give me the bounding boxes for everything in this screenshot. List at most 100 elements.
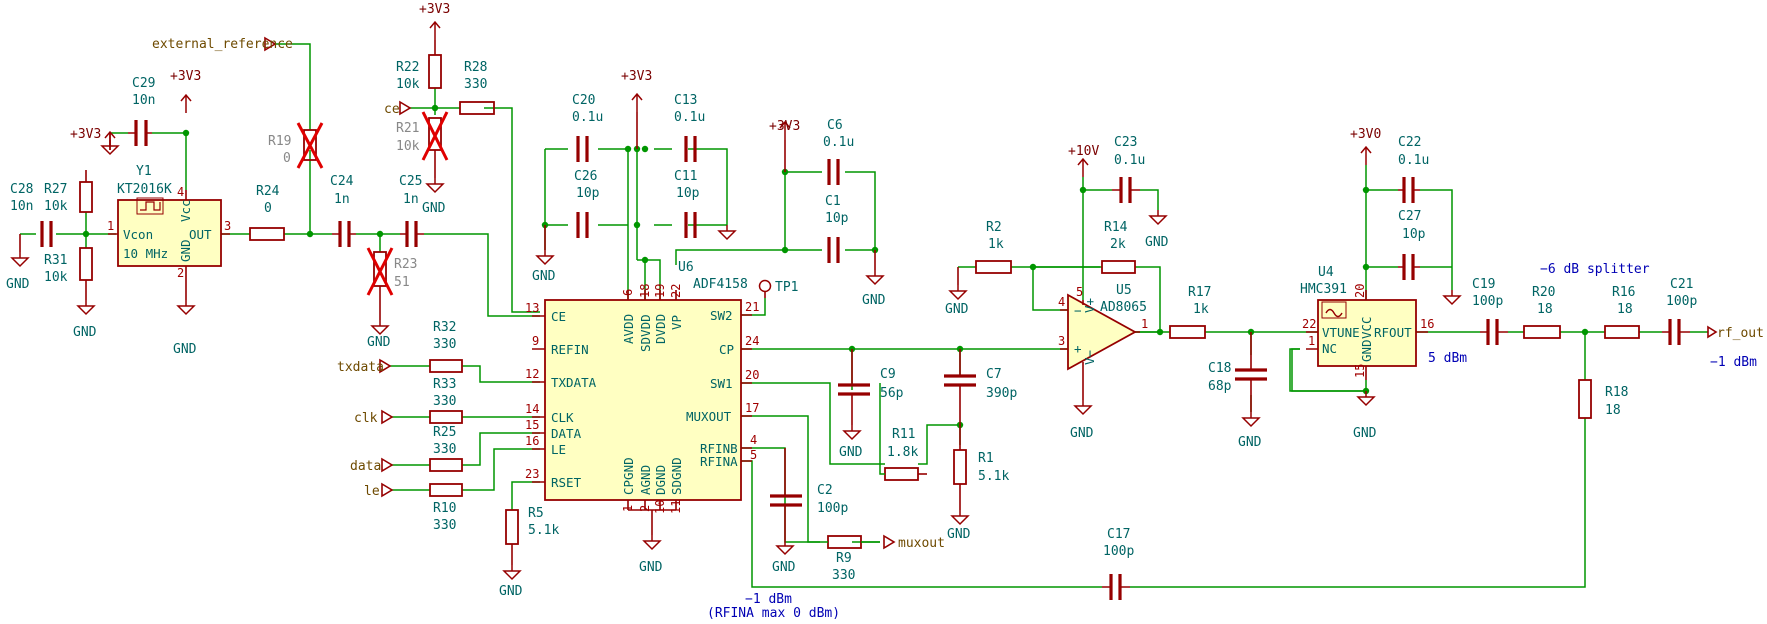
- u6-pin-num-6: 6: [621, 289, 635, 296]
- resistor-r17[interactable]: R17 1k: [1169, 285, 1211, 339]
- capacitor-c20[interactable]: C20 0.1u: [572, 93, 603, 162]
- c17-ref: C17: [1107, 527, 1130, 542]
- capacitor-c1[interactable]: C1 10p: [825, 194, 849, 263]
- u6-pin-num-15: 15: [525, 418, 539, 432]
- net-label-external-reference[interactable]: external_reference: [152, 36, 293, 52]
- r10-ref: R10: [433, 501, 456, 516]
- resistor-r28[interactable]: R28 330: [459, 60, 495, 115]
- resistor-r5[interactable]: R5 5.1k: [505, 506, 559, 565]
- resistor-r10[interactable]: R10 330: [429, 483, 463, 533]
- resistor-r21-dnp[interactable]: R21 10k: [396, 111, 449, 178]
- capacitor-c29[interactable]: C29 10n: [128, 76, 155, 146]
- r22-value: 10k: [396, 77, 420, 92]
- net-label-data[interactable]: data: [350, 457, 394, 474]
- resistor-r32[interactable]: R32 330: [429, 320, 463, 373]
- capacitor-c21[interactable]: C21 100p: [1662, 277, 1697, 345]
- capacitor-c22[interactable]: C22 0.1u: [1398, 135, 1429, 203]
- resistor-r9[interactable]: R9 330: [827, 535, 862, 583]
- c20-value: 0.1u: [572, 110, 603, 125]
- capacitor-c11[interactable]: C11 10p: [674, 169, 700, 238]
- u4-pin-num-16: 16: [1420, 317, 1434, 331]
- capacitor-c7[interactable]: C7 390p: [944, 349, 1017, 425]
- resistor-r31[interactable]: R31 10k: [44, 247, 93, 300]
- capacitor-c25[interactable]: C25 1n: [399, 174, 424, 247]
- r19-ref: R19: [268, 134, 291, 149]
- power-3v3-vp: +3V3: [769, 119, 800, 172]
- u6-pin-num-10: 10: [653, 500, 667, 514]
- muxout-wire: [807, 470, 880, 543]
- net-label-txdata[interactable]: txdata: [337, 358, 392, 375]
- capacitor-c9[interactable]: C9 56p: [838, 349, 904, 425]
- gnd-label: GND: [499, 584, 523, 599]
- resistor-r1[interactable]: R1 5.1k: [953, 425, 1009, 510]
- capacitor-c27[interactable]: C27 10p: [1398, 209, 1426, 280]
- u6-pin-num-17: 17: [745, 401, 759, 415]
- capacitor-c23[interactable]: C23 0.1u: [1112, 135, 1145, 203]
- test-point-tp1[interactable]: TP1: [758, 279, 799, 298]
- u4-pin-vcc: VCC: [1359, 316, 1374, 339]
- u6-pin-sw2: SW2: [710, 308, 733, 323]
- capacitor-c26[interactable]: C26 10p: [574, 169, 600, 238]
- ic-u6-adf4158[interactable]: CE REFIN TXDATA CLK DATA LE RSET SW2 CP …: [525, 260, 759, 514]
- u6-pin-le: LE: [551, 442, 566, 457]
- resistor-r18[interactable]: R18 18: [1578, 379, 1628, 419]
- u4-pin-num-20: 20: [1353, 284, 1367, 298]
- u5-pin-5: 5: [1076, 285, 1083, 299]
- resistor-r11[interactable]: R11 1.8k: [884, 427, 927, 481]
- r16-value: 18: [1617, 302, 1633, 317]
- r23-ref: R23: [394, 257, 417, 272]
- u5-vminus: V−: [1082, 350, 1097, 365]
- capacitor-c2[interactable]: C2 100p: [770, 448, 848, 540]
- capacitor-c19[interactable]: C19 100p: [1472, 277, 1508, 345]
- resistor-r16[interactable]: R16 18: [1604, 285, 1640, 339]
- resistor-r20[interactable]: R20 18: [1523, 285, 1561, 339]
- net-label-muxout[interactable]: muxout: [883, 534, 945, 551]
- gnd-label: GND: [772, 560, 796, 575]
- net-label-rf-out[interactable]: rf_out: [1707, 325, 1764, 341]
- c7-value: 390p: [986, 386, 1017, 401]
- net-label-le[interactable]: le: [364, 482, 394, 499]
- gnd-symbol: [426, 177, 444, 193]
- r17-value: 1k: [1193, 302, 1209, 317]
- u6-pin-cpgnd: CPGND: [621, 457, 636, 495]
- c24-ref: C24: [330, 174, 354, 189]
- c27-ref: C27: [1398, 209, 1421, 224]
- resistor-r14[interactable]: R14 2k: [1101, 220, 1136, 274]
- c29-value: 10n: [132, 93, 155, 108]
- capacitor-c17[interactable]: C17 100p: [1102, 527, 1134, 600]
- u6-pin-muxout: MUXOUT: [686, 409, 732, 424]
- r27-ref: R27: [44, 182, 67, 197]
- u4-pin-num-15: 15: [1353, 364, 1367, 378]
- capacitor-c28[interactable]: C28 10n: [10, 182, 53, 247]
- u6-pin-txdata: TXDATA: [551, 375, 597, 390]
- resistor-r23-dnp[interactable]: R23 51: [366, 247, 417, 320]
- opamp-u5-ad8065[interactable]: − + V+ V− 4 3 5 1 U5 AD8065: [1058, 283, 1148, 371]
- u4-ref: U4: [1318, 265, 1334, 280]
- capacitor-c18[interactable]: C18 68p: [1208, 332, 1267, 412]
- resistor-r22[interactable]: +3V3 R22 10k: [396, 2, 450, 92]
- vco-u4-hmc391[interactable]: VTUNE NC RFOUT VCC GND 22 1 16 20 15 U4 …: [1300, 265, 1434, 380]
- u6-pin-num-21: 21: [745, 300, 759, 314]
- resistor-r2[interactable]: R2 1k: [975, 220, 1012, 274]
- capacitor-c24[interactable]: C24 1n: [330, 174, 356, 247]
- u6-pin-avdd: AVDD: [621, 314, 636, 344]
- c25-ref: C25: [399, 174, 422, 189]
- resistor-r19-dnp[interactable]: R19 0: [268, 122, 324, 169]
- net-label-clk[interactable]: clk: [354, 409, 394, 426]
- r10-value: 330: [433, 518, 456, 533]
- u4-pin-nc: NC: [1322, 341, 1337, 356]
- gnd-label: GND: [947, 527, 971, 542]
- r32-value: 330: [433, 337, 456, 352]
- crystal-oscillator-y1[interactable]: Vcon OUT 10 MHz Vcc GND 1 4 3 2 Y1 KT201…: [107, 164, 231, 300]
- power-3v3-label: +3V3: [70, 127, 101, 142]
- resistor-r33[interactable]: R33 330: [429, 377, 463, 424]
- resistor-r27[interactable]: R27 10k: [44, 170, 93, 214]
- u6-pin-num-5: 5: [750, 448, 757, 462]
- net-label-ce[interactable]: ce: [384, 100, 412, 117]
- c27-value: 10p: [1402, 227, 1426, 242]
- resistor-r25[interactable]: R25 330: [429, 425, 463, 472]
- resistor-r24[interactable]: R24 0: [249, 184, 285, 241]
- u4-pin-num-22: 22: [1302, 317, 1316, 331]
- capacitor-c6[interactable]: C6 0.1u: [823, 118, 854, 185]
- capacitor-c13[interactable]: C13 0.1u: [674, 93, 705, 162]
